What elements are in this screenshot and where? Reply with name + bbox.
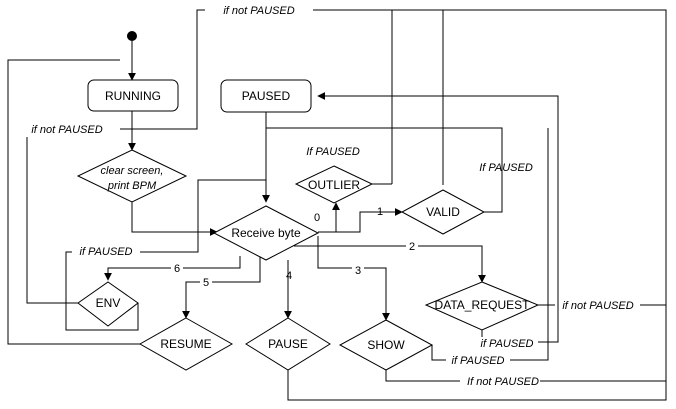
edge-pause-out <box>287 370 667 401</box>
cond-show-if-not-paused: If not PAUSED <box>467 376 539 388</box>
state-valid-label: VALID <box>426 205 460 219</box>
cond-top-if-not-paused: if not PAUSED <box>223 5 294 17</box>
state-receive-byte <box>212 205 320 261</box>
cond-env-if-paused: if PAUSED <box>80 246 133 258</box>
cond-left-if-not-paused: if not PAUSED <box>31 124 102 136</box>
edge-label-4: 4 <box>286 270 292 282</box>
edge-outlier-up <box>391 9 667 382</box>
edge-label-6: 6 <box>174 263 180 275</box>
edge-label-5: 5 <box>203 277 209 289</box>
edge-valid-if-paused <box>266 127 503 213</box>
edge-env-if-paused <box>65 179 266 331</box>
state-receive-byte-label: Receive byte <box>231 226 301 240</box>
state-paused <box>220 79 312 113</box>
state-running-label: RUNNING <box>105 89 161 103</box>
state-data-request <box>424 281 540 331</box>
state-clear-screen-line2: print BPM <box>107 180 157 192</box>
state-clear-screen-line1: clear screen, <box>101 165 164 177</box>
edge-label-0: 0 <box>314 212 320 224</box>
state-paused-label: PAUSED <box>242 89 291 103</box>
start-node <box>127 31 137 41</box>
state-data-request-label: DATA_REQUEST <box>435 298 531 312</box>
state-show <box>338 319 434 371</box>
cond-data-request-if-not-paused: if not PAUSED <box>562 300 633 312</box>
edge-resume-loop <box>7 59 140 345</box>
state-pause <box>245 317 331 371</box>
edge-receive-to-data-request <box>294 245 486 283</box>
cond-data-request-if-paused: if PAUSED <box>481 338 534 350</box>
state-pause-label: PAUSE <box>268 337 308 351</box>
state-env <box>77 281 139 327</box>
edge-label-3: 3 <box>355 265 361 277</box>
edge-receive-to-show <box>317 236 390 321</box>
state-outlier-label: OUTLIER <box>308 178 360 192</box>
state-resume-label: RESUME <box>160 337 211 351</box>
state-running <box>87 79 179 112</box>
edge-receive-to-valid <box>318 208 403 233</box>
cond-outlier-if-paused: If PAUSED <box>306 146 360 158</box>
edge-label-1: 1 <box>377 206 383 218</box>
state-resume <box>138 317 234 371</box>
edge-show-if-not-paused <box>385 368 460 382</box>
state-outlier <box>294 165 374 204</box>
state-clear-screen <box>76 149 188 203</box>
cond-valid-if-paused: If PAUSED <box>479 162 533 174</box>
edge-label-2: 2 <box>409 241 415 253</box>
state-show-label: SHOW <box>367 338 405 352</box>
edge-receive-to-resume <box>182 252 261 319</box>
edge-clear-screen-to-receive <box>131 199 218 236</box>
state-env-label: ENV <box>96 296 121 310</box>
cond-show-if-paused: if PAUSED <box>452 355 505 367</box>
state-valid <box>400 189 486 235</box>
edge-env-loop <box>20 128 80 304</box>
